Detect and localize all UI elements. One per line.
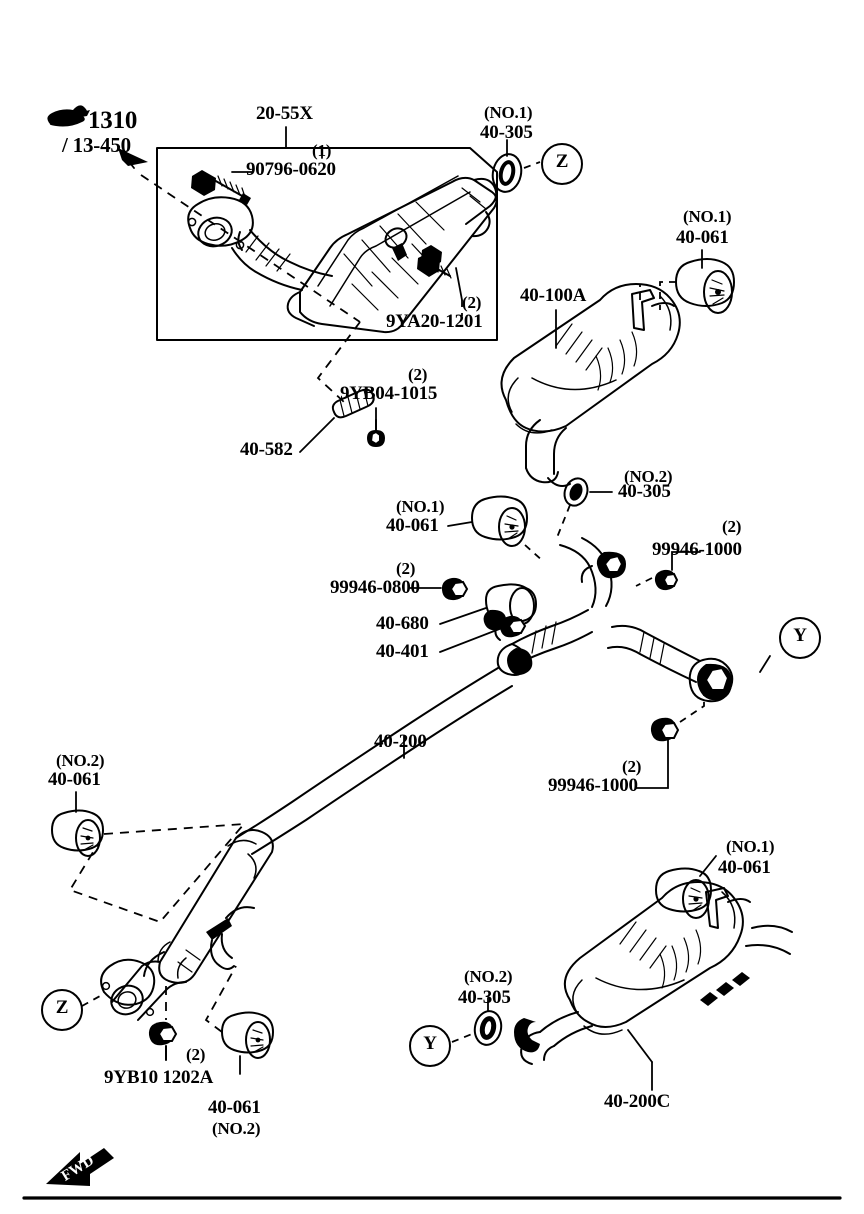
nut-lower-right-qty: (2) — [622, 757, 642, 776]
y-branch-pipes — [496, 537, 734, 703]
front-muffler-label: 40-100A — [520, 285, 587, 306]
ring-marker-y-right — [779, 617, 821, 659]
cat-group-qty: (1) — [312, 141, 332, 160]
gasket-ring-mid — [563, 477, 589, 507]
nut-lower-right-label: 99946-1000 — [548, 775, 638, 796]
cat-bolt-upper-label: 90796-0620 — [246, 159, 336, 180]
clamp-nut-lower-right — [650, 717, 680, 742]
center-resonator — [100, 829, 274, 1021]
hanger-top-right-label: 40-061 — [676, 227, 729, 248]
section-reference-number: 1310 — [88, 107, 138, 134]
spring-bolt — [367, 419, 385, 447]
spring-bolt-label: 9YB04-1015 — [340, 383, 438, 404]
hanger-lower-left-label: 40-061 — [48, 769, 101, 790]
spring-bolt-qty: (2) — [408, 365, 428, 384]
hanger-top-right-no: (NO.1) — [683, 207, 732, 226]
ring-marker-z-top-label: Z — [555, 151, 569, 172]
clamp-nut-mid-qty: (2) — [396, 559, 416, 578]
hanger-lower-left-no: (NO.2) — [56, 751, 105, 770]
gasket-ring-top — [491, 153, 523, 193]
rear-muffler — [514, 881, 793, 1065]
gasket-mid-no: (NO.2) — [624, 467, 673, 486]
front-pipe-nut-qty: (2) — [186, 1045, 206, 1064]
ring-marker-y-bottom-label: Y — [423, 1033, 437, 1054]
gasket-bottom-label: 40-305 — [458, 987, 511, 1008]
nut-upper-right-label: 99946-1000 — [652, 539, 742, 560]
clamp-nut-mid — [441, 577, 469, 601]
hanger-bottom-left-label: 40-061 — [208, 1097, 261, 1118]
hanger-bottom-left-no: (NO.2) — [212, 1119, 261, 1138]
gasket-ring-bottom — [473, 1010, 503, 1046]
cat-group-label: 20-55X — [256, 103, 313, 124]
hanger-bottom-right-label: 40-061 — [718, 857, 771, 878]
catalytic-converter-assembly — [187, 170, 498, 334]
upper-flange-bolt — [191, 170, 251, 205]
ring-marker-y-right-label: Y — [793, 625, 807, 646]
gasket-mid-label: 40-305 — [618, 481, 671, 502]
section-reference-pointer-icon — [47, 105, 90, 127]
front-pipe-nut-label: 9YB10 1202A — [104, 1067, 214, 1088]
hanger-mid-left-label: 40-061 — [386, 515, 439, 536]
ring-marker-y-bottom — [409, 1025, 451, 1067]
catalytic-converter-group-box — [156, 147, 498, 341]
converter-body — [286, 175, 498, 334]
gasket-bottom-no: (NO.2) — [464, 967, 513, 986]
exhaust-spring — [331, 388, 375, 419]
hanger-rubber-lower-left — [51, 809, 104, 857]
insulator-mid-label: 40-401 — [376, 641, 429, 662]
ring-marker-z-lower-left — [41, 989, 83, 1031]
lower-converter-bolt — [417, 245, 452, 279]
cat-bolt-lower-qty: (2) — [462, 293, 482, 312]
front-pipe-nut — [148, 1021, 178, 1061]
ring-marker-z-top — [541, 143, 583, 185]
ring-marker-z-lower-left-label: Z — [55, 997, 69, 1018]
bracket-mid-label: 40-680 — [376, 613, 429, 634]
rear-muffler-label: 40-200C — [604, 1091, 671, 1112]
hanger-mid-left-no: (NO.1) — [396, 497, 445, 516]
hanger-rubber-mid-left — [471, 495, 528, 547]
spring-label: 40-582 — [240, 439, 293, 460]
cat-bolt-lower-label: 9YA20-1201 — [386, 311, 483, 332]
hanger-rubber-bottom-right — [655, 867, 712, 919]
clamp-nut-upper-right — [654, 569, 679, 591]
center-pipe — [235, 667, 513, 855]
center-pipe-label: 40-200 — [374, 731, 427, 752]
hanger-bottom-right-no: (NO.1) — [726, 837, 775, 856]
hanger-rubber-bottom-left — [221, 1011, 274, 1059]
fwd-direction-marker: FWD — [46, 1148, 114, 1186]
hanger-rubber-top-right — [675, 258, 735, 314]
front-muffler — [500, 283, 681, 487]
gasket-top-no: (NO.1) — [484, 103, 533, 122]
section-reference-sub: / 13-450 — [62, 133, 131, 157]
clamp-nut-mid-label: 99946-0800 — [330, 577, 420, 598]
nut-upper-right-qty: (2) — [722, 517, 742, 536]
gasket-top-label: 40-305 — [480, 122, 533, 143]
insulator-washer — [499, 615, 527, 638]
front-flange — [187, 196, 254, 250]
